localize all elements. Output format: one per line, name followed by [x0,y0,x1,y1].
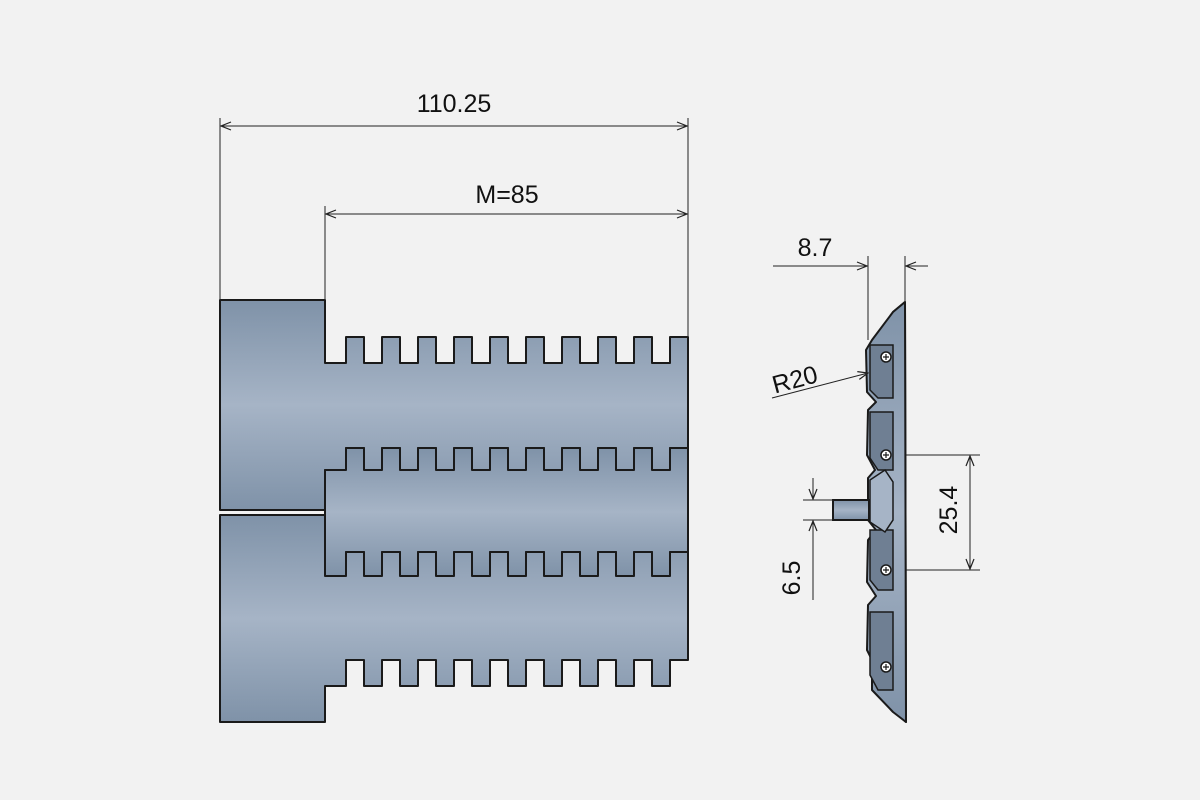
pitch-label: 25.4 [935,486,963,535]
pin-head-2 [880,449,892,461]
module-width-dimension: M=85 [324,181,687,300]
pin-offset-dimension: 6.5 [778,478,833,600]
bottom-link-plate [219,514,689,723]
front-view [219,299,689,723]
side-segment-4 [869,611,894,691]
overall-width-label: 110.25 [417,90,492,118]
thickness-dimension: 8.7 [773,234,928,340]
hinge-pin [832,499,870,521]
pin-head-4 [880,661,892,673]
side-center-nose [869,468,894,534]
pitch-dimension: 25.4 [906,454,980,571]
thickness-label: 8.7 [798,234,833,262]
overall-width-dimension: 110.25 [219,90,689,337]
pin-offset-label: 6.5 [778,561,806,596]
side-view [832,301,907,723]
radius-dimension: R20 [769,361,868,400]
side-segment-3 [869,529,894,591]
side-segment-2 [869,411,894,471]
pin-head-1 [880,351,892,363]
radius-label: R20 [769,361,821,400]
module-width-label: M=85 [475,181,538,209]
pin-head-3 [880,564,892,576]
